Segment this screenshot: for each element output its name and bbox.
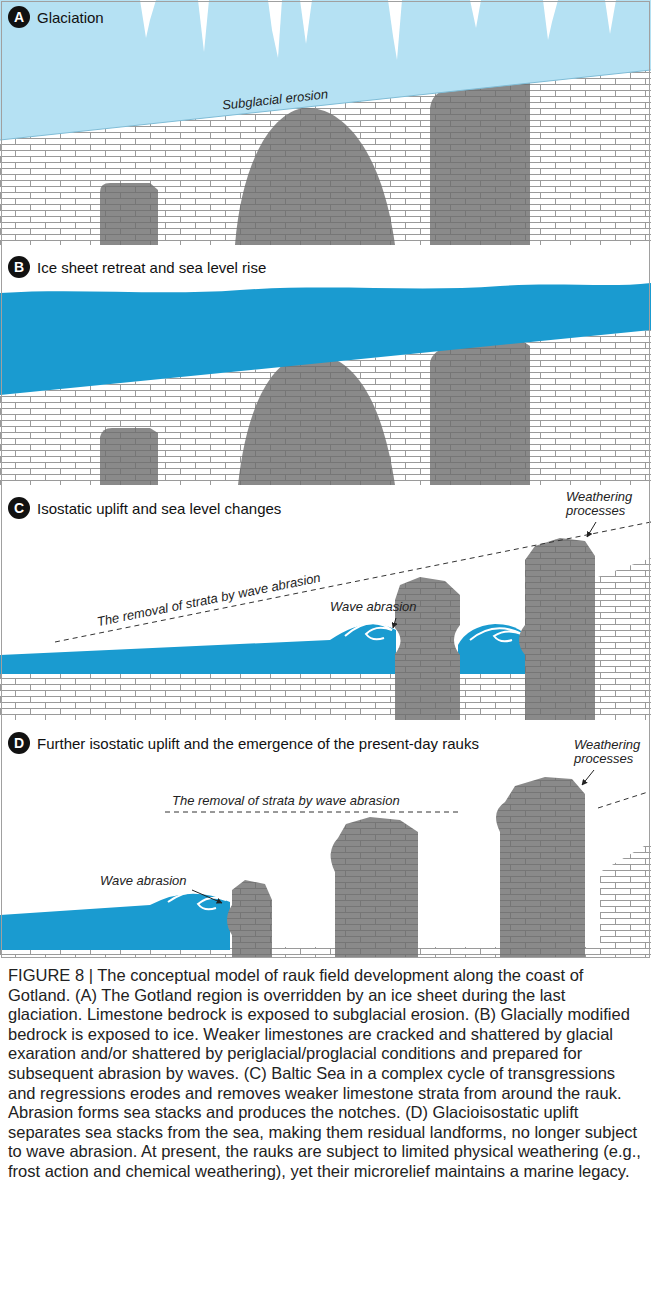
wave-curl	[470, 628, 522, 641]
crevasse	[198, 0, 209, 52]
panel-a-art	[0, 0, 651, 245]
crevasse	[300, 0, 312, 44]
panel-letter-badge: C	[8, 497, 30, 519]
crevasse	[543, 0, 558, 40]
panel-title: Isostatic uplift and sea level changes	[37, 500, 281, 517]
rauk-pillar	[331, 817, 418, 958]
annotation-label: Weathering processes	[574, 738, 648, 766]
annotation-label: Weathering processes	[566, 490, 646, 518]
sea-water	[0, 283, 651, 395]
leader-arrow	[192, 890, 222, 903]
panel-title: Ice sheet retreat and sea level rise	[37, 259, 266, 276]
annotation-label: The removal of strata by wave abrasion	[96, 571, 322, 629]
wave-curl	[345, 623, 392, 639]
annotation-label: Subglacial erosion	[222, 87, 329, 112]
crevasse	[140, 0, 156, 38]
annotation-label: The removal of strata by wave abrasion	[172, 794, 400, 808]
crevasse	[268, 0, 282, 58]
panel-b-art	[0, 283, 651, 485]
panel-heading: A Glaciation	[8, 6, 104, 28]
annotation-label: Wave abrasion	[330, 600, 416, 614]
panel-title: Further isostatic uplift and the emergen…	[37, 735, 479, 752]
sea-water	[0, 624, 396, 674]
panel-title: Glaciation	[37, 9, 104, 26]
ice-sheet	[0, 0, 651, 140]
ice-bed-line	[0, 70, 651, 140]
rauk-pillar	[238, 354, 395, 485]
rauk-pillar	[519, 538, 595, 720]
rauk-pillar	[100, 428, 158, 485]
sea-water	[0, 894, 230, 950]
panel-d-art	[0, 770, 651, 958]
rauk-pillar	[430, 72, 530, 245]
panel-letter-badge: B	[8, 256, 30, 278]
crevasse	[388, 0, 402, 60]
panel-c-art	[0, 522, 651, 720]
leader-arrow	[582, 770, 594, 785]
removal-line	[165, 812, 462, 813]
removal-line	[598, 792, 648, 808]
ice-crevasses	[140, 0, 616, 60]
removal-line	[55, 522, 651, 642]
rauk-pillar	[100, 183, 158, 245]
panel-heading: D Further isostatic uplift and the emerge…	[8, 732, 479, 754]
rauk-pillar	[430, 336, 530, 485]
sea-water	[458, 624, 528, 674]
rauk-pillar	[235, 108, 395, 245]
leader-arrow	[587, 522, 596, 537]
panel-heading: B Ice sheet retreat and sea level rise	[8, 256, 266, 278]
figure-frame	[2, 2, 650, 958]
rauk-pillar	[395, 577, 460, 720]
wave-curl	[168, 891, 226, 909]
figure-caption: FIGURE 8 | The conceptual model of rauk …	[8, 966, 644, 1182]
rauk-pillar	[227, 880, 272, 958]
crevasse	[605, 0, 616, 34]
rauk-illustration	[0, 0, 651, 960]
annotation-label: Wave abrasion	[100, 874, 186, 888]
leader-arrow	[393, 618, 396, 628]
panel-heading: C Isostatic uplift and sea level changes	[8, 497, 281, 519]
panel-letter-badge: D	[8, 732, 30, 754]
crevasse	[470, 0, 481, 28]
rauk-pillar	[496, 777, 585, 958]
panel-letter-badge: A	[8, 6, 30, 28]
